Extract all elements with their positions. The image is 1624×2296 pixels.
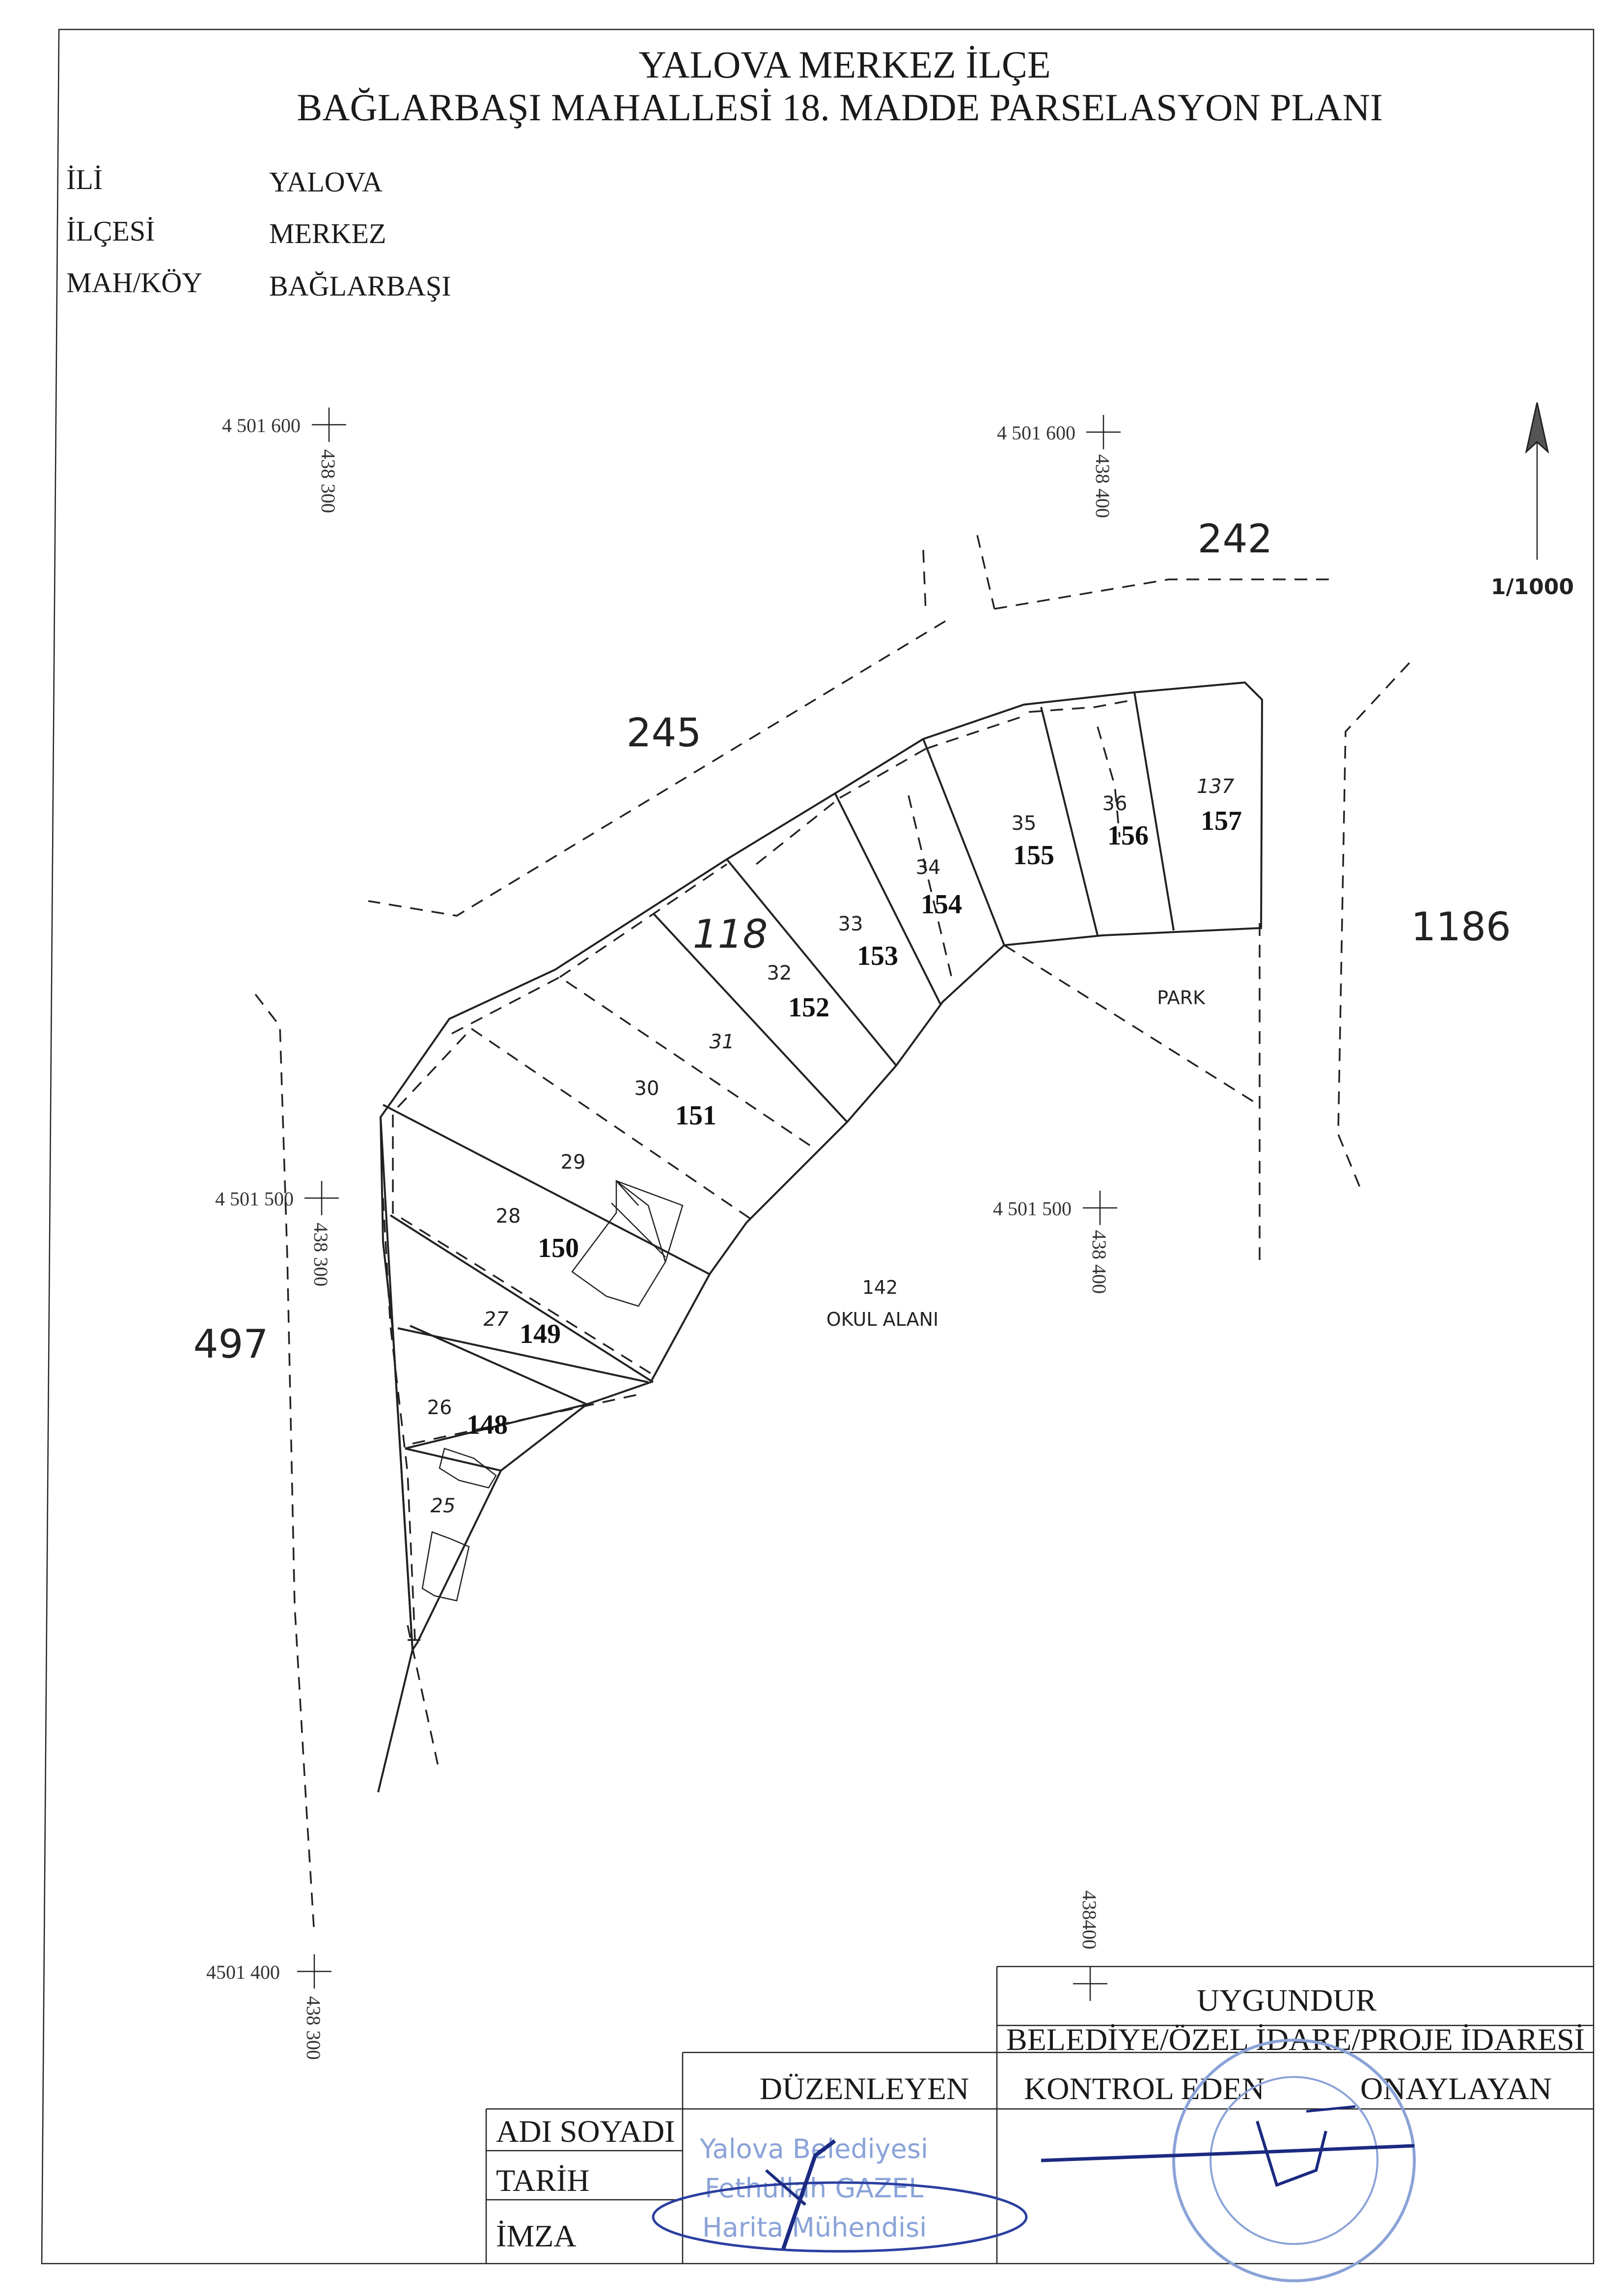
new-parcel-154: 154 — [921, 889, 962, 920]
block-1186-label: 1186 — [1411, 904, 1511, 950]
block-497-label: 497 — [193, 1321, 269, 1367]
svg-text:438400: 438400 — [1078, 1890, 1101, 1949]
coordinate-cross-tr: 4 501 600 438 400 — [997, 415, 1121, 518]
old-parcel-27: 27 — [484, 1308, 509, 1331]
coordinate-cross-bm: 438400 — [1073, 1890, 1107, 2001]
approval-table — [485, 1966, 1594, 2264]
old-parcel-25: 25 — [431, 1495, 456, 1517]
svg-text:438 300: 438 300 — [317, 449, 339, 513]
coordinate-cross-mr: 4 501 500 438 400 — [993, 1191, 1117, 1294]
old-parcel-28: 28 — [496, 1205, 521, 1228]
coordinate-cross-bl: 4501 400 438 300 — [206, 1954, 331, 2060]
row-date: TARİH — [496, 2163, 589, 2198]
new-parcel-lines — [383, 692, 1175, 1472]
block-245-label: 245 — [627, 710, 702, 756]
old-parcel-33: 33 — [838, 913, 863, 935]
column-checked: KONTROL EDEN — [1024, 2071, 1265, 2106]
school-area-label: OKUL ALANI — [826, 1309, 939, 1330]
svg-text:438 400: 438 400 — [1088, 1230, 1110, 1294]
new-parcel-149: 149 — [520, 1319, 561, 1349]
road-boundary-497-outer — [254, 993, 315, 1935]
road-boundary-242-left — [976, 535, 995, 609]
road-boundary-1186-upper — [1337, 662, 1410, 1189]
scale-label: 1/1000 — [1491, 574, 1574, 600]
svg-text:4501 400: 4501 400 — [206, 1961, 280, 1983]
svg-text:438 300: 438 300 — [303, 1996, 325, 2060]
info-label-mahkoy: MAH/KÖY — [66, 267, 202, 299]
new-parcel-156: 156 — [1107, 820, 1149, 851]
svg-text:4 501 600: 4 501 600 — [222, 414, 301, 437]
park-label: PARK — [1157, 987, 1206, 1009]
svg-text:Harita Mühendisi: Harita Mühendisi — [702, 2212, 927, 2243]
new-parcel-157: 157 — [1201, 806, 1242, 836]
old-parcel-137: 137 — [1197, 775, 1235, 798]
new-parcel-155: 155 — [1013, 840, 1054, 871]
column-prepared: DÜZENLEYEN — [760, 2071, 969, 2106]
new-parcel-148: 148 — [467, 1410, 508, 1440]
block-118-label: 118 — [693, 911, 768, 957]
old-parcel-29: 29 — [561, 1151, 586, 1174]
sheet-frame — [41, 28, 1595, 2265]
row-sign: İMZA — [496, 2218, 577, 2253]
svg-text:438 300: 438 300 — [310, 1223, 332, 1286]
coordinate-cross-ml: 4 501 500 438 300 — [215, 1181, 339, 1286]
row-name: ADI SOYADI — [496, 2114, 675, 2149]
new-parcel-151: 151 — [675, 1100, 716, 1131]
road-boundary-242-bottom — [994, 578, 1336, 610]
old-parcel-lines — [382, 699, 1135, 1641]
old-parcel-31: 31 — [710, 1031, 735, 1053]
info-value-ilce: MERKEZ — [269, 218, 386, 249]
info-value-il: YALOVA — [269, 166, 383, 198]
svg-text:4 501 600: 4 501 600 — [997, 422, 1075, 444]
building-outlines — [421, 1179, 684, 1602]
block-118-west-edge — [380, 1117, 413, 1650]
park-boundary — [1004, 944, 1255, 1103]
old-parcel-32: 32 — [767, 962, 792, 984]
info-value-mahkoy: BAĞLARBAŞI — [269, 270, 451, 302]
block-242-label: 242 — [1198, 516, 1273, 562]
new-parcel-152: 152 — [788, 992, 829, 1023]
svg-text:4 501 500: 4 501 500 — [215, 1188, 294, 1210]
old-parcel-35: 35 — [1012, 812, 1037, 835]
road-boundary-245-upper — [922, 549, 927, 612]
coordinate-cross-tl: 4 501 600 438 300 — [222, 408, 346, 513]
engineer-stamp: Yalova Belediyesi Fethullah GAZEL Harita… — [652, 2133, 1028, 2253]
road-boundary-245 — [368, 620, 946, 917]
title-line-2: BAĞLARBAŞI MAHALLESİ 18. MADDE PARSELASY… — [297, 86, 1383, 129]
new-parcel-153: 153 — [857, 941, 898, 971]
title-line-1: YALOVA MERKEZ İLÇE — [638, 43, 1050, 86]
new-parcel-150: 150 — [538, 1233, 579, 1263]
info-label-il: İLİ — [66, 164, 103, 195]
north-arrow-icon — [1525, 402, 1549, 560]
old-parcel-36: 36 — [1102, 793, 1128, 815]
old-parcel-26: 26 — [427, 1396, 452, 1419]
approval-uygundur: UYGUNDUR — [1197, 1983, 1377, 2018]
old-parcel-30: 30 — [634, 1077, 660, 1100]
old-parcel-34: 34 — [916, 856, 941, 879]
info-label-ilce: İLÇESİ — [66, 215, 155, 247]
municipal-round-stamp — [1041, 2039, 1416, 2282]
svg-text:4 501 500: 4 501 500 — [993, 1198, 1072, 1220]
block-142-label: 142 — [862, 1277, 898, 1298]
svg-text:438 400: 438 400 — [1092, 454, 1114, 518]
